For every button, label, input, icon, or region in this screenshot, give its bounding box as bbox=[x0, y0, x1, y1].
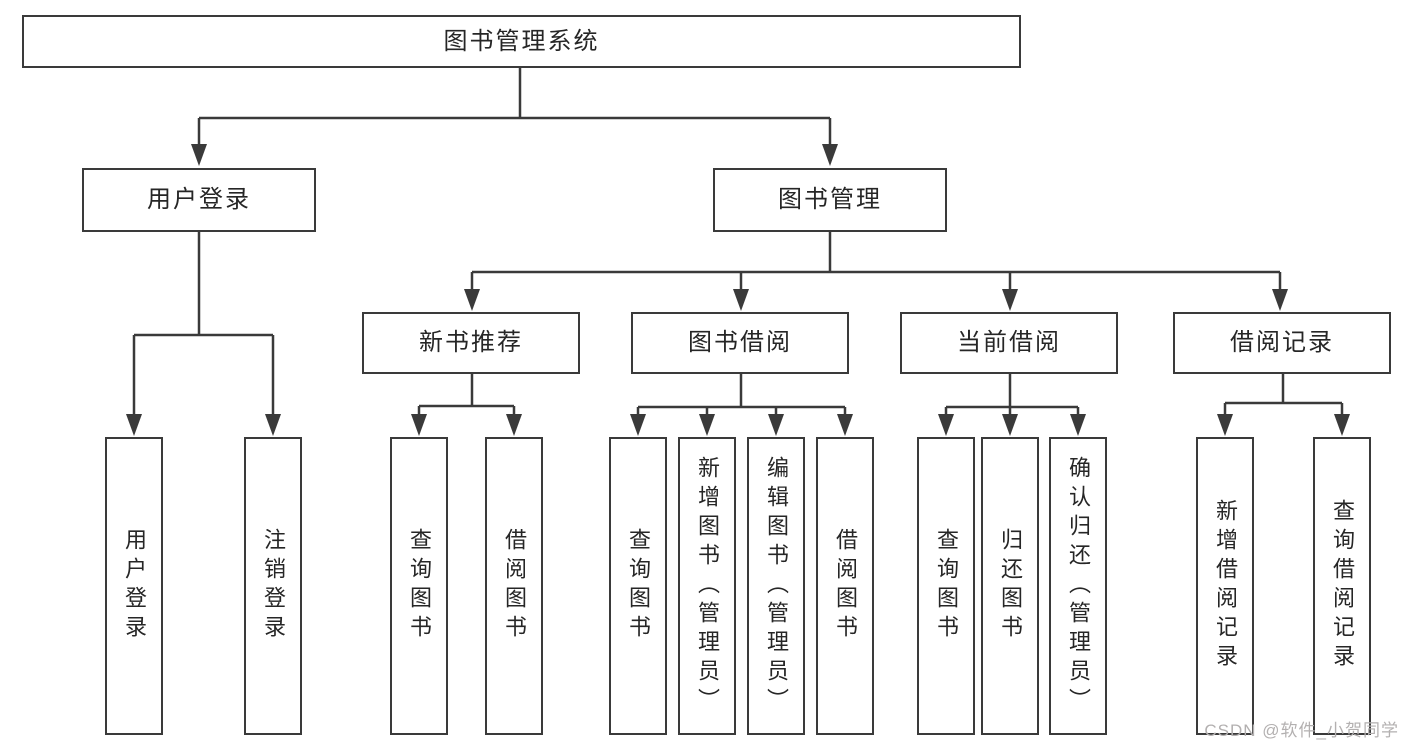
node-book-borrowing: 图书借阅 bbox=[631, 312, 849, 374]
node-return-books-label: 归还图书 bbox=[998, 528, 1023, 644]
node-borrowing-records-label: 借阅记录 bbox=[1230, 329, 1334, 356]
node-return-books: 归还图书 bbox=[981, 437, 1039, 735]
node-user-login-label: 用户登录 bbox=[147, 186, 251, 213]
node-borrowing-borrow-books: 借阅图书 bbox=[816, 437, 874, 735]
node-current-borrowing: 当前借阅 bbox=[900, 312, 1118, 374]
node-borrowing-records: 借阅记录 bbox=[1173, 312, 1391, 374]
node-book-management: 图书管理 bbox=[713, 168, 947, 232]
node-logout-action-label: 注销登录 bbox=[261, 528, 286, 644]
node-recommend-query-books-label: 查询图书 bbox=[407, 528, 432, 644]
node-borrowing-query-books: 查询图书 bbox=[609, 437, 667, 735]
node-recommend-borrow-books-label: 借阅图书 bbox=[502, 528, 527, 644]
node-edit-books-admin: 编辑图书（管理员） bbox=[747, 437, 805, 735]
node-book-borrowing-label: 图书借阅 bbox=[688, 329, 792, 356]
node-confirm-return-admin: 确认归还（管理员） bbox=[1049, 437, 1107, 735]
node-add-borrow-record: 新增借阅记录 bbox=[1196, 437, 1254, 735]
node-logout-action: 注销登录 bbox=[244, 437, 302, 735]
node-new-book-recommendation-label: 新书推荐 bbox=[419, 329, 523, 356]
node-edit-books-admin-label: 编辑图书（管理员） bbox=[764, 455, 789, 717]
node-current-query-books-label: 查询图书 bbox=[934, 528, 959, 644]
node-current-borrowing-label: 当前借阅 bbox=[957, 329, 1061, 356]
node-user-login-action: 用户登录 bbox=[105, 437, 163, 735]
node-root-label: 图书管理系统 bbox=[443, 27, 600, 55]
node-root: 图书管理系统 bbox=[22, 15, 1021, 68]
node-query-borrow-record: 查询借阅记录 bbox=[1313, 437, 1371, 735]
node-user-login: 用户登录 bbox=[82, 168, 316, 232]
node-new-book-recommendation: 新书推荐 bbox=[362, 312, 580, 374]
node-recommend-borrow-books: 借阅图书 bbox=[485, 437, 543, 735]
watermark: CSDN @软件_小贺同学 bbox=[1204, 721, 1399, 740]
node-borrowing-borrow-books-label: 借阅图书 bbox=[833, 528, 858, 644]
node-add-books-admin-label: 新增图书（管理员） bbox=[695, 455, 720, 717]
node-book-management-label: 图书管理 bbox=[778, 186, 882, 213]
node-query-borrow-record-label: 查询借阅记录 bbox=[1330, 499, 1355, 673]
node-current-query-books: 查询图书 bbox=[917, 437, 975, 735]
node-add-borrow-record-label: 新增借阅记录 bbox=[1213, 499, 1238, 673]
node-borrowing-query-books-label: 查询图书 bbox=[626, 528, 651, 644]
node-recommend-query-books: 查询图书 bbox=[390, 437, 448, 735]
node-user-login-action-label: 用户登录 bbox=[122, 528, 147, 644]
node-add-books-admin: 新增图书（管理员） bbox=[678, 437, 736, 735]
node-confirm-return-admin-label: 确认归还（管理员） bbox=[1066, 455, 1091, 717]
